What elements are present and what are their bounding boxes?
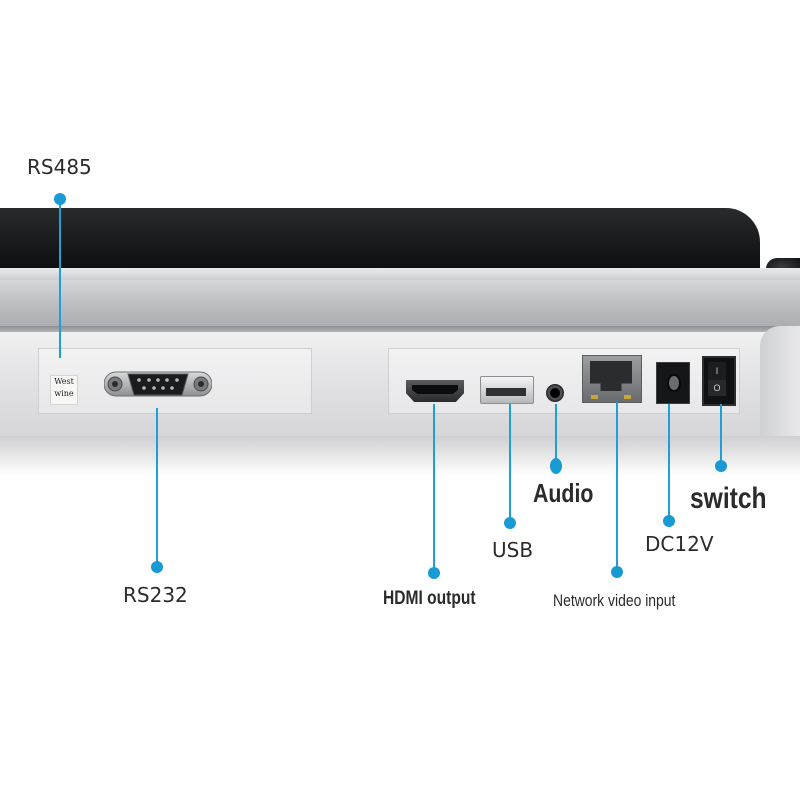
device-ledge <box>0 326 800 334</box>
switch-callout-line <box>720 404 722 466</box>
rs232-callout-dot <box>151 561 163 573</box>
dc12v-label: DC12V <box>645 532 714 556</box>
rs485-callout-line <box>59 198 61 358</box>
rocker-on-symbol: I <box>708 362 726 380</box>
audio-callout-dot <box>550 458 562 474</box>
usb-callout-dot <box>504 517 516 529</box>
sticker-line-1: West <box>54 377 74 386</box>
dc-power-jack <box>656 362 690 404</box>
rs232-label: RS232 <box>123 583 188 607</box>
network-callout-line <box>616 402 618 572</box>
ethernet-led-right <box>624 395 631 399</box>
hdmi-callout-line <box>433 404 435 572</box>
network-callout-dot <box>611 566 623 578</box>
rs485-label: RS485 <box>27 155 92 179</box>
device-top-edge <box>0 268 800 282</box>
hdmi-port-opening <box>412 385 458 394</box>
db9-connector <box>104 371 212 397</box>
device-chassis <box>0 280 800 332</box>
usb-port-tongue <box>486 388 526 396</box>
device-corner <box>760 326 800 436</box>
hdmi-label: HDMI output <box>383 588 476 609</box>
sticker-line-2: wine <box>54 389 74 398</box>
audio-label: Audio <box>533 478 594 508</box>
rs485-callout-dot <box>54 193 66 205</box>
rocker-off-symbol: O <box>708 380 726 396</box>
usb-label: USB <box>492 538 534 562</box>
audio-callout-line <box>555 404 557 464</box>
switch-callout-dot <box>715 460 727 472</box>
dc-power-pin <box>667 374 681 392</box>
usb-callout-line <box>509 404 511 522</box>
rs485-sticker: West wine <box>50 375 78 405</box>
ethernet-led-left <box>591 395 598 399</box>
dc12v-callout-line <box>668 404 670 520</box>
dc12v-callout-dot <box>663 515 675 527</box>
device-shadow <box>0 436 800 476</box>
rs232-callout-line <box>156 408 158 566</box>
device-top-surface <box>0 208 760 272</box>
hdmi-callout-dot <box>428 567 440 579</box>
switch-label: switch <box>690 482 767 515</box>
audio-jack <box>546 384 564 402</box>
network-label: Network video input <box>553 591 676 610</box>
